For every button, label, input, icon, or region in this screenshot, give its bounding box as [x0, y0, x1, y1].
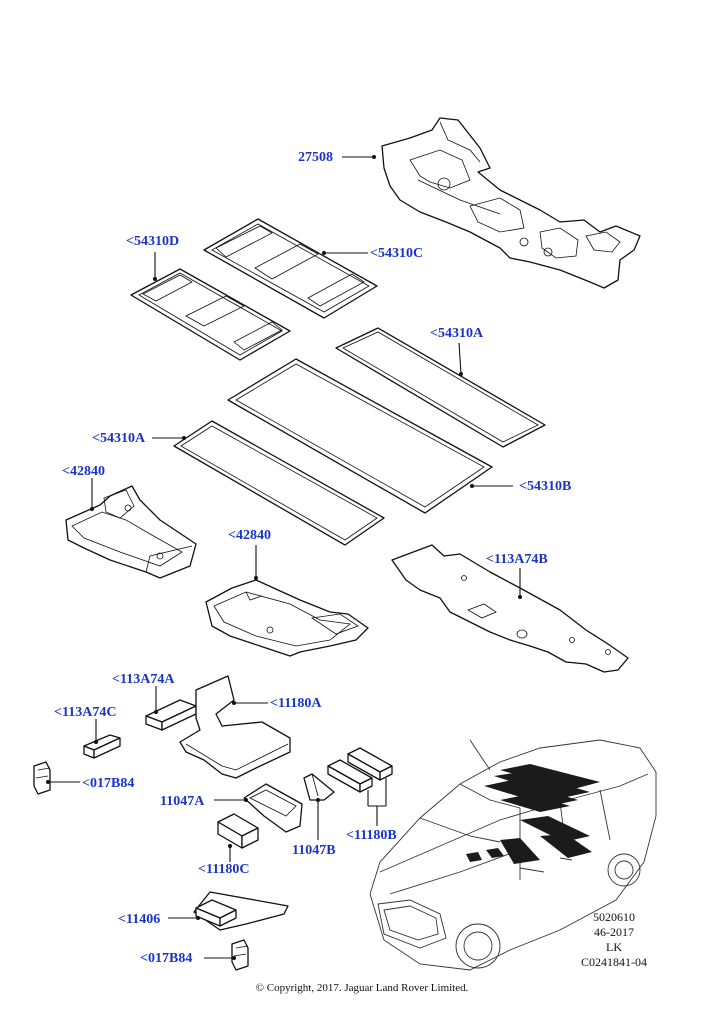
callout-54310A-left[interactable]: <54310A: [92, 431, 146, 446]
part-11047B-wedge[interactable]: [303, 773, 335, 801]
leader-11180B: [367, 778, 387, 826]
part-27508-floor-insulation[interactable]: [381, 117, 641, 289]
leader-42840-left: [90, 478, 94, 511]
leader-113A74C: [94, 719, 98, 744]
leader-54310A-left: [152, 436, 186, 440]
leader-11180A: [232, 701, 268, 705]
leader-11406: [168, 916, 200, 920]
part-54310A-upper-strip[interactable]: [335, 327, 546, 448]
callout-113A74A[interactable]: <113A74A: [112, 672, 175, 687]
callout-54310B[interactable]: <54310B: [519, 479, 572, 494]
part-54310C-pad[interactable]: [203, 218, 378, 319]
leader-42840-mid: [254, 545, 258, 580]
part-42840-left-tray[interactable]: [65, 485, 197, 579]
callout-113A74C[interactable]: <113A74C: [54, 705, 117, 720]
callout-11406[interactable]: <11406: [118, 912, 161, 927]
leader-113A74B: [518, 568, 522, 599]
callout-54310D[interactable]: <54310D: [126, 234, 180, 249]
copyright-notice: © Copyright, 2017. Jaguar Land Rover Lim…: [255, 982, 469, 994]
part-017B84-upper-block[interactable]: [33, 761, 51, 795]
callout-27508[interactable]: 27508: [298, 150, 333, 165]
leader-54310D: [153, 252, 157, 281]
part-54310A-lower-strip[interactable]: [173, 420, 385, 546]
meta-line-3: LK: [606, 940, 622, 954]
part-017B84-lower-block[interactable]: [231, 939, 249, 971]
part-11180A-pad[interactable]: [179, 675, 291, 779]
part-11180B-blocks[interactable]: [327, 747, 393, 793]
leader-017B84-bottom: [204, 956, 236, 960]
vehicle-locator-illustration: [369, 739, 657, 971]
part-42840-middle-tray[interactable]: [205, 579, 369, 657]
callout-42840-mid[interactable]: <42840: [228, 528, 271, 543]
callout-11047A[interactable]: 11047A: [160, 794, 205, 809]
callout-017B84-top[interactable]: <017B84: [82, 776, 135, 791]
part-54310B-pad[interactable]: [227, 358, 493, 514]
callout-54310A-top[interactable]: <54310A: [430, 326, 484, 341]
leader-113A74A: [154, 686, 158, 714]
part-11180C-block[interactable]: [217, 813, 259, 849]
part-113A74B-panel[interactable]: [391, 544, 629, 673]
meta-line-4: C0241841-04: [581, 955, 647, 969]
meta-line-1: 5020610: [593, 910, 635, 924]
leader-54310B: [470, 484, 513, 488]
leader-11180C: [228, 844, 232, 862]
part-113A74A-block[interactable]: [145, 699, 197, 731]
illustration-reference: 5020610 46-2017 LK C0241841-04: [572, 910, 656, 970]
leader-54310C: [322, 251, 368, 255]
callout-113A74B[interactable]: <113A74B: [486, 552, 548, 567]
leader-11047B: [316, 798, 320, 840]
callout-54310C[interactable]: <54310C: [370, 246, 424, 261]
callout-11180C[interactable]: <11180C: [198, 862, 250, 877]
leader-017B84-top: [46, 780, 80, 784]
callout-11047B[interactable]: 11047B: [292, 843, 336, 858]
part-113A74C-block[interactable]: [83, 734, 121, 759]
part-11047A-bracket[interactable]: [243, 783, 303, 833]
leader-11047A: [214, 798, 248, 802]
part-54310D-pad[interactable]: [130, 268, 291, 361]
callout-42840-left[interactable]: <42840: [62, 464, 105, 479]
leader-27508: [342, 155, 376, 159]
part-11406-panel[interactable]: [193, 891, 289, 931]
callout-11180B[interactable]: <11180B: [346, 828, 397, 843]
callout-11180A[interactable]: <11180A: [270, 696, 322, 711]
meta-line-2: 46-2017: [594, 925, 634, 939]
callout-017B84-bottom[interactable]: <017B84: [140, 951, 193, 966]
leader-54310A-top: [458, 342, 463, 376]
